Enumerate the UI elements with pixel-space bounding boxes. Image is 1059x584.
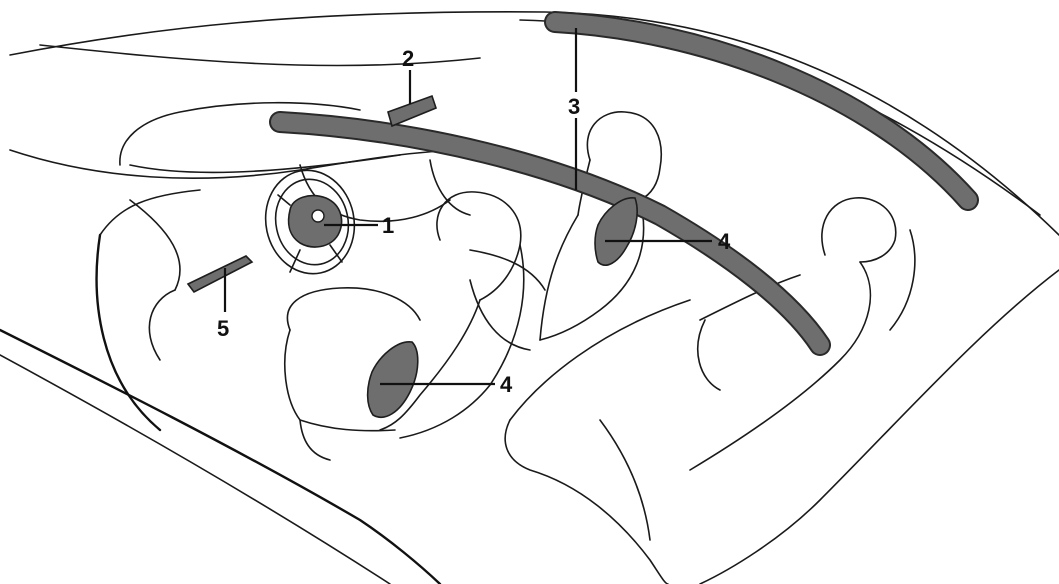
passenger-front-airbag <box>387 94 437 128</box>
side-airbag-driver-seat <box>366 341 419 418</box>
driver-backrest-front <box>379 299 481 431</box>
lower-body-sill <box>0 328 442 584</box>
side-airbag-passenger-seat <box>594 197 638 266</box>
door-inner-curve <box>129 199 181 291</box>
rear-backrest-top <box>689 261 872 471</box>
callout-labels: 1 2 3 4 4 5 <box>217 46 731 397</box>
rear-body-line <box>699 269 1059 584</box>
rear-cushion-seam <box>599 419 651 541</box>
steering-hub-emblem <box>311 209 325 223</box>
rear-backrest-upper <box>699 274 801 321</box>
driver-cushion-top <box>286 287 421 331</box>
rear-pillar-line <box>889 229 916 331</box>
callout-5: 5 <box>217 316 229 341</box>
rear-backrest-curve <box>697 319 721 391</box>
passenger-cushion-top <box>469 249 546 291</box>
windshield-lower-curve <box>119 101 361 166</box>
curtain-airbags <box>269 11 979 356</box>
steering-wheel <box>264 169 356 275</box>
dash-panel-line <box>129 154 401 174</box>
curtain-airbag-roof-rail-fill <box>546 13 977 209</box>
dashboard-top-line <box>9 149 471 179</box>
curtain-airbag-roof-rail <box>544 11 979 211</box>
steering-wheel-inner-rim <box>274 178 350 266</box>
knee-airbag <box>186 255 254 294</box>
steering-wheel-rim <box>264 169 356 275</box>
sill-lower-line <box>0 354 391 584</box>
roof-outer-line <box>9 11 1059 236</box>
passenger-backrest-front <box>539 214 579 341</box>
car-body <box>0 11 1059 584</box>
curtain-airbag-front-row <box>269 111 831 356</box>
left-door-edge <box>95 233 162 432</box>
rear-cushion-front <box>504 419 669 584</box>
windshield-top-line <box>39 44 481 67</box>
passenger-seat <box>469 111 662 351</box>
door-upper-curve <box>99 189 201 236</box>
door-trim-line <box>148 289 176 361</box>
callout-3: 3 <box>568 94 580 119</box>
passenger-backrest <box>539 199 645 341</box>
callout-4-lower: 4 <box>500 372 513 397</box>
driver-seat <box>284 191 525 461</box>
passenger-cushion-front <box>469 279 531 351</box>
center-console-top <box>299 164 451 223</box>
callout-4-upper: 4 <box>718 229 731 254</box>
console-side <box>429 159 471 216</box>
leader-lines <box>223 28 712 386</box>
driver-backrest-rear <box>399 244 525 439</box>
callout-1: 1 <box>382 213 394 238</box>
rear-headrest <box>821 197 897 263</box>
rear-cushion-top <box>509 299 691 421</box>
passenger-headrest <box>586 111 662 201</box>
curtain-airbag-front-row-fill <box>271 113 829 354</box>
callout-2: 2 <box>402 46 414 71</box>
driver-seat-base <box>299 419 331 461</box>
driver-headrest <box>436 191 522 301</box>
steering-spokes <box>277 194 343 273</box>
rear-bench <box>504 197 897 584</box>
